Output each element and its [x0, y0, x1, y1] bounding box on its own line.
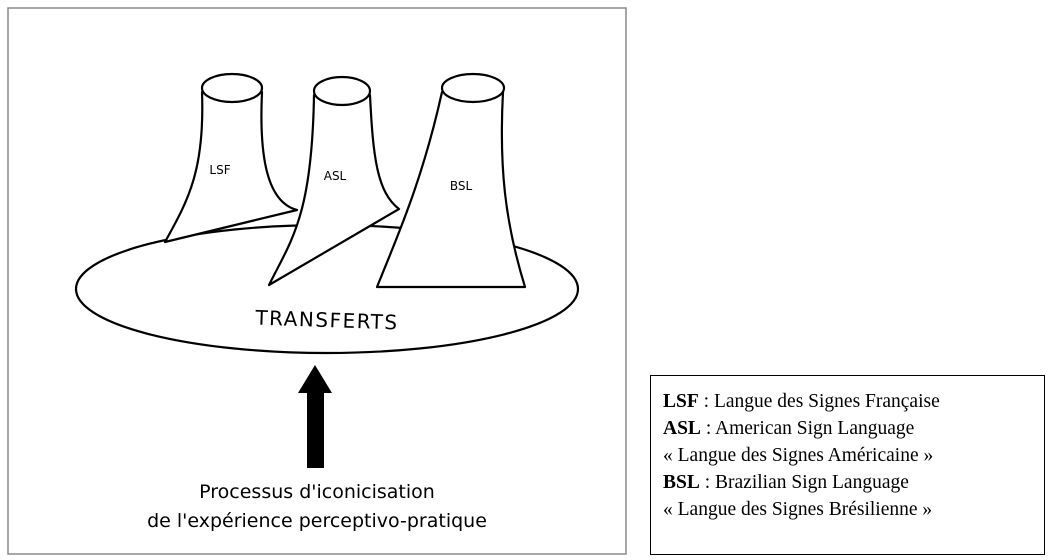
arrow-up-icon — [298, 365, 332, 393]
hill-label-asl: ASL — [324, 169, 347, 183]
legend-text: American Sign Language — [715, 418, 915, 439]
hill-lsf-top — [200, 72, 264, 104]
legend-text: Langue des Signes Française — [713, 391, 940, 412]
legend-text: « Langue des Signes Brésilienne » — [663, 499, 933, 520]
legend-abbr: ASL — [663, 418, 701, 439]
hill-bsl-top — [440, 72, 506, 104]
legend-row: « Langue des Signes Américaine » — [663, 442, 1044, 469]
legend-row: BSL : Brazilian Sign Language — [663, 469, 1044, 496]
plate-label: TRANSFERTS — [254, 305, 399, 334]
arrow-shaft — [307, 389, 324, 468]
legend-row: LSF : Langue des Signes Française — [663, 388, 1044, 415]
process-line-1: Processus d'iconicisation — [199, 481, 435, 503]
diagram-figure: LSF ASL BSL TRANSFERTS Processus d'iconi… — [7, 7, 627, 555]
legend-separator: : — [700, 418, 716, 439]
legend-text: Brazilian Sign Language — [715, 472, 909, 493]
hill-asl-top — [312, 75, 372, 107]
legend-row: « Langue des Signes Brésilienne » — [663, 496, 1044, 523]
diagram-canvas: LSF ASL BSL TRANSFERTS Processus d'iconi… — [7, 7, 627, 555]
legend-box: LSF : Langue des Signes Française ASL : … — [650, 375, 1045, 555]
legend-separator: : — [699, 472, 716, 493]
process-line-2: de l'expérience perceptivo-pratique — [147, 510, 487, 532]
legend-text: « Langue des Signes Américaine » — [663, 445, 934, 466]
legend-separator: : — [698, 391, 714, 412]
legend-abbr: BSL — [663, 472, 700, 493]
hill-label-lsf: LSF — [209, 163, 230, 177]
hill-label-bsl: BSL — [450, 179, 473, 193]
legend-row: ASL : American Sign Language — [663, 415, 1044, 442]
legend-abbr: LSF — [663, 391, 699, 412]
